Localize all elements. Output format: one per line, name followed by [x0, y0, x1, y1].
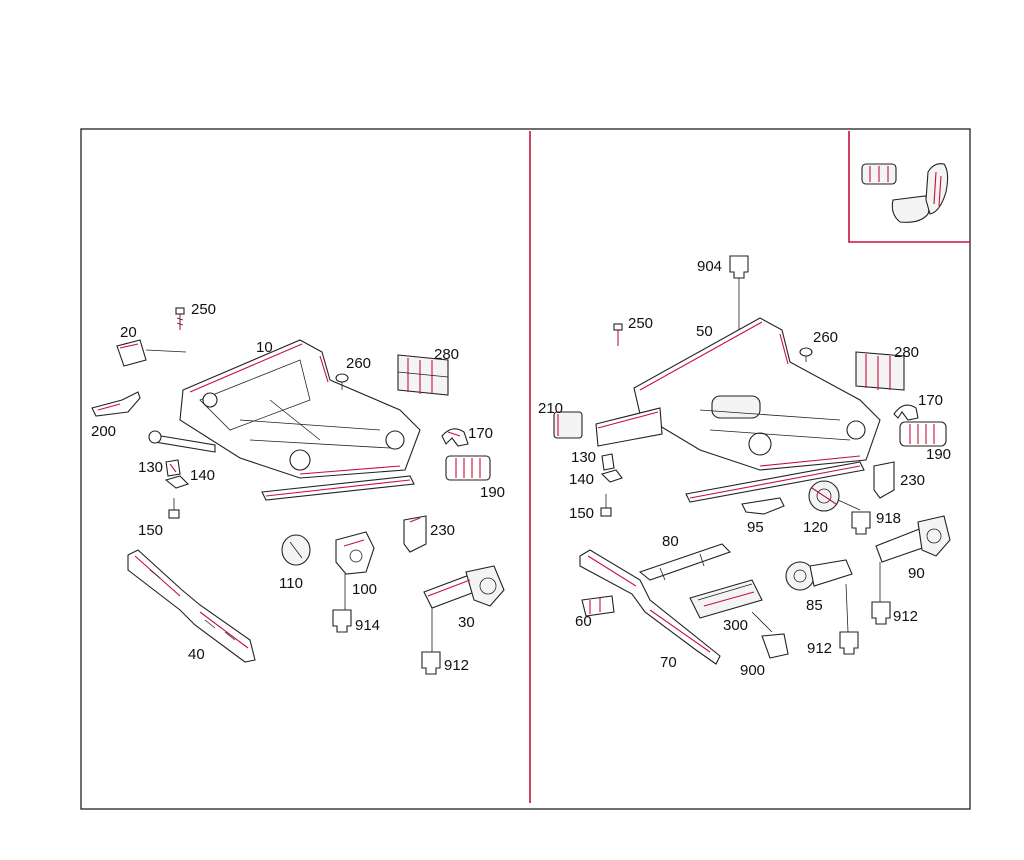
- part-190-cover-right: [899, 421, 947, 447]
- part-100-motor-housing: [335, 531, 375, 575]
- callout: 280: [434, 346, 459, 363]
- callout: 904: [697, 258, 722, 275]
- part-912-connector-right-b: [839, 583, 859, 655]
- callout: 250: [191, 301, 216, 318]
- callouts-right: 50 60 70 80 85 90 95 120 130 140 150 170…: [538, 258, 951, 679]
- callout: 50: [696, 323, 713, 340]
- part-912-connector-right-a: [871, 562, 891, 625]
- part-130-clip-right: [601, 453, 615, 471]
- part-150-bolt-right: [600, 494, 612, 517]
- callout: 200: [91, 423, 116, 440]
- part-120-motor: [808, 480, 840, 512]
- callout: 90: [908, 565, 925, 582]
- part-260-screw: [335, 373, 349, 390]
- callout: 250: [628, 315, 653, 332]
- callouts-left: 10 20 30 40 100 110 130 140 150 170 190 …: [91, 301, 505, 674]
- callout: 110: [279, 575, 303, 592]
- callout: 60: [575, 613, 592, 630]
- part-260-screw-right: [799, 347, 813, 362]
- callout: 95: [747, 519, 764, 536]
- callout: 150: [569, 505, 594, 522]
- callout: 900: [740, 662, 765, 679]
- callout: 230: [900, 472, 925, 489]
- part-280-connector-right: [855, 351, 905, 391]
- part-10-seat-frame: [148, 339, 421, 501]
- part-190-cover: [445, 455, 491, 481]
- part-230-clip: [403, 515, 427, 553]
- callout: 100: [352, 581, 377, 598]
- part-30-motor: [423, 565, 505, 609]
- part-140-clip-right: [600, 469, 623, 483]
- part-250-screw: [175, 307, 185, 330]
- callout: 150: [138, 522, 163, 539]
- part-130-clip: [165, 459, 181, 477]
- part-110-cap: [281, 534, 311, 566]
- callout: 10: [256, 339, 273, 356]
- callout: 85: [806, 597, 823, 614]
- part-200-lever: [91, 391, 141, 417]
- part-210-cover: [553, 411, 583, 439]
- callout: 912: [893, 608, 918, 625]
- callout: 280: [894, 344, 919, 361]
- part-140-clip: [164, 475, 190, 489]
- part-904-connector: [729, 255, 749, 330]
- callout: 190: [926, 446, 951, 463]
- diagram-frame: [80, 128, 971, 810]
- part-230-clip-right: [873, 461, 895, 499]
- part-280-connector: [397, 354, 449, 396]
- part-300-control-unit: [689, 579, 763, 619]
- callout: 130: [138, 459, 163, 476]
- callout: 918: [876, 510, 901, 527]
- part-85-motor: [785, 559, 853, 591]
- part-40-rail: [127, 549, 256, 663]
- seat-adjust-switch-icon: [861, 163, 949, 223]
- part-80-bracket: [638, 543, 732, 581]
- part-150-bolt: [168, 498, 180, 519]
- callout: 120: [803, 519, 828, 536]
- callout: 30: [458, 614, 475, 631]
- callout: 260: [346, 355, 371, 372]
- callout: 170: [918, 392, 943, 409]
- part-70-rail: [579, 549, 721, 665]
- part-50-seat-frame: [595, 317, 881, 503]
- callout: 20: [120, 324, 137, 341]
- callout: 170: [468, 425, 493, 442]
- callout: 80: [662, 533, 679, 550]
- callout: 140: [190, 467, 215, 484]
- callout: 130: [571, 449, 596, 466]
- part-900-connector: [751, 611, 789, 659]
- part-170-clip: [441, 428, 469, 447]
- part-90-motor: [875, 515, 951, 563]
- callout: 190: [480, 484, 505, 501]
- callout: 914: [355, 617, 380, 634]
- inset-box: [848, 131, 970, 243]
- part-95-bracket: [741, 497, 785, 515]
- callout: 140: [569, 471, 594, 488]
- part-60-clip: [581, 595, 615, 617]
- part-912-connector-left: [421, 608, 441, 675]
- part-170-clip-right: [893, 404, 919, 421]
- callout: 260: [813, 329, 838, 346]
- callout: 40: [188, 646, 205, 663]
- callout: 210: [538, 400, 563, 417]
- callout: 300: [723, 617, 748, 634]
- part-918-connector: [837, 499, 871, 535]
- part-914-connector: [332, 574, 352, 633]
- callout: 230: [430, 522, 455, 539]
- part-20-handle: [116, 339, 187, 367]
- callout: 912: [807, 640, 832, 657]
- part-250-screw-right: [613, 323, 623, 346]
- callout: 912: [444, 657, 469, 674]
- callout: 70: [660, 654, 677, 671]
